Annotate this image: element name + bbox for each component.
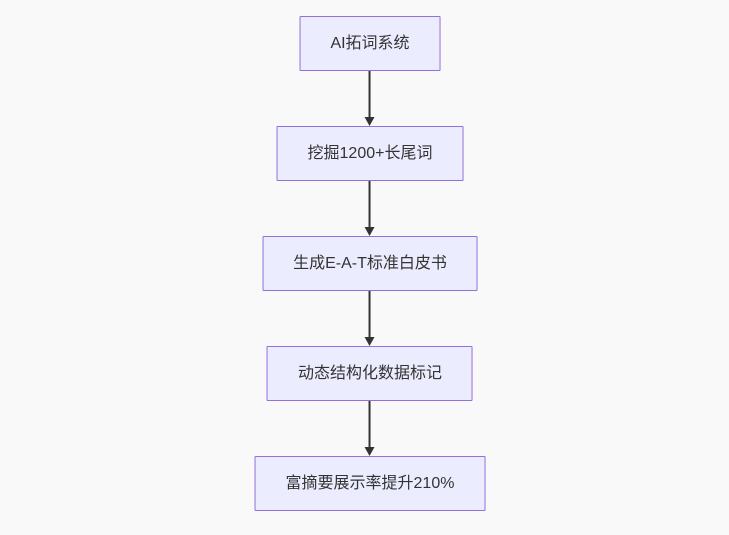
arrow-down-connector (364, 181, 376, 236)
flow-node-label: 挖掘1200+长尾词 (307, 145, 433, 162)
arrow-line (369, 401, 371, 447)
flow-node-label: 富摘要展示率提升210% (285, 475, 455, 492)
flow-node-ai-system: AI拓词系统 (299, 16, 441, 71)
flowchart-column: AI拓词系统 挖掘1200+长尾词 生成E-A-T标准白皮书 动态结构化数据标记 (254, 16, 486, 511)
arrow-line (369, 71, 371, 117)
flow-node-longtail-keywords: 挖掘1200+长尾词 (276, 126, 464, 181)
arrowhead-down-icon (365, 337, 375, 346)
arrow-down-connector (364, 291, 376, 346)
arrow-line (369, 291, 371, 337)
flow-node-structured-data: 动态结构化数据标记 (266, 346, 473, 401)
arrow-down-connector (364, 401, 376, 456)
flow-node-rich-snippet-result: 富摘要展示率提升210% (254, 456, 486, 511)
flow-node-label: AI拓词系统 (330, 35, 410, 52)
arrowhead-down-icon (365, 117, 375, 126)
arrow-line (369, 181, 371, 227)
flow-node-label: 动态结构化数据标记 (297, 365, 442, 382)
arrowhead-down-icon (365, 227, 375, 236)
arrowhead-down-icon (365, 447, 375, 456)
arrow-down-connector (364, 71, 376, 126)
flow-node-label: 生成E-A-T标准白皮书 (293, 255, 447, 272)
flow-node-eat-whitepaper: 生成E-A-T标准白皮书 (262, 236, 478, 291)
